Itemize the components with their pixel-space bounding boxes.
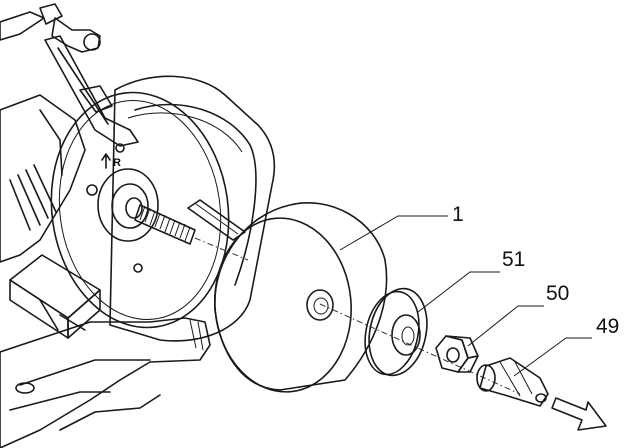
rotation-mark-label: R: [113, 157, 121, 169]
machine-body: R: [0, 3, 276, 448]
leader-lines: [339, 215, 592, 377]
removal-direction-arrow: [551, 397, 607, 431]
callout-label-1: 1: [452, 203, 464, 226]
center-axis-line: [194, 237, 521, 395]
flange-washer: [364, 287, 428, 377]
callout-label-50: 50: [546, 282, 569, 305]
callout-label-51: 51: [502, 248, 525, 271]
grinding-wheel: [214, 202, 388, 393]
callout-label-49: 49: [596, 315, 619, 338]
locking-knob: [476, 357, 549, 407]
hex-nut: [435, 335, 479, 373]
